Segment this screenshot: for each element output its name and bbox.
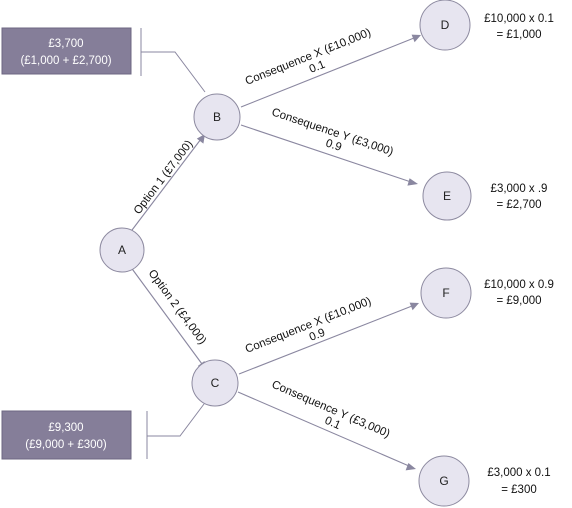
edge-label-c-g: Consequence Y (£3,000) [270, 379, 392, 441]
edge-prob-b-d: 0.1 [308, 59, 327, 76]
node-a: A [99, 227, 145, 273]
leader-line-c [146, 403, 205, 459]
node-d: D [419, 0, 471, 51]
expected-value-box-c [1, 410, 132, 460]
edge-prob-c-g: 0.1 [323, 415, 342, 432]
expected-value-b-breakdown: (£1,000 + £2,700) [20, 55, 111, 67]
edge-c-f [238, 302, 419, 375]
arrowhead-b-d [411, 34, 421, 43]
node-c-label: C [211, 376, 220, 390]
calc-d-line2: = £1,000 [496, 29, 541, 41]
expected-value-c-breakdown: (£9,000 + £300) [25, 439, 107, 451]
arrowhead-c-f [409, 302, 419, 311]
edge-label-option-2: Option 2 (£4,000) [146, 268, 209, 347]
calc-e-line1: £3,000 x .9 [491, 183, 548, 195]
expected-value-c-total: £9,300 [48, 422, 83, 434]
node-g-label: G [439, 474, 448, 488]
node-e: E [422, 171, 472, 221]
edge-prob-b-e: 0.9 [324, 137, 343, 153]
edge-a-b [128, 134, 205, 235]
calc-f-line1: £10,000 x 0.9 [484, 279, 554, 291]
calc-g-line2: = £300 [501, 484, 537, 496]
node-e-label: E [443, 189, 451, 203]
edge-c-g [237, 391, 416, 471]
node-f: F [420, 267, 472, 319]
edge-b-d [240, 34, 421, 108]
arrowhead-a-b [196, 134, 205, 144]
expected-value-box-b [1, 27, 132, 75]
calc-e-line2: = £2,700 [496, 199, 541, 211]
leader-line-b [140, 28, 206, 93]
node-g: G [418, 455, 470, 507]
node-f-label: F [442, 286, 449, 300]
edge-label-b-d: Consequence X (£10,000) [244, 27, 373, 88]
arrowhead-b-e [407, 178, 418, 186]
node-b-label: B [213, 110, 221, 124]
node-b: B [193, 93, 241, 141]
calc-g-line1: £3,000 x 0.1 [487, 467, 550, 479]
edge-a-c [129, 265, 207, 370]
expected-value-b-total: £3,700 [48, 38, 83, 50]
arrowhead-c-g [405, 463, 416, 471]
calc-d-line1: £10,000 x 0.1 [484, 13, 554, 25]
edge-label-option-1: Option 1 (£7,000) [132, 138, 196, 217]
calc-f-line2: = £9,000 [496, 295, 541, 307]
node-a-label: A [118, 243, 126, 257]
edge-prob-c-f: 0.9 [308, 327, 327, 344]
node-d-label: D [441, 18, 450, 32]
node-c: C [191, 359, 239, 407]
edge-b-e [240, 124, 418, 186]
